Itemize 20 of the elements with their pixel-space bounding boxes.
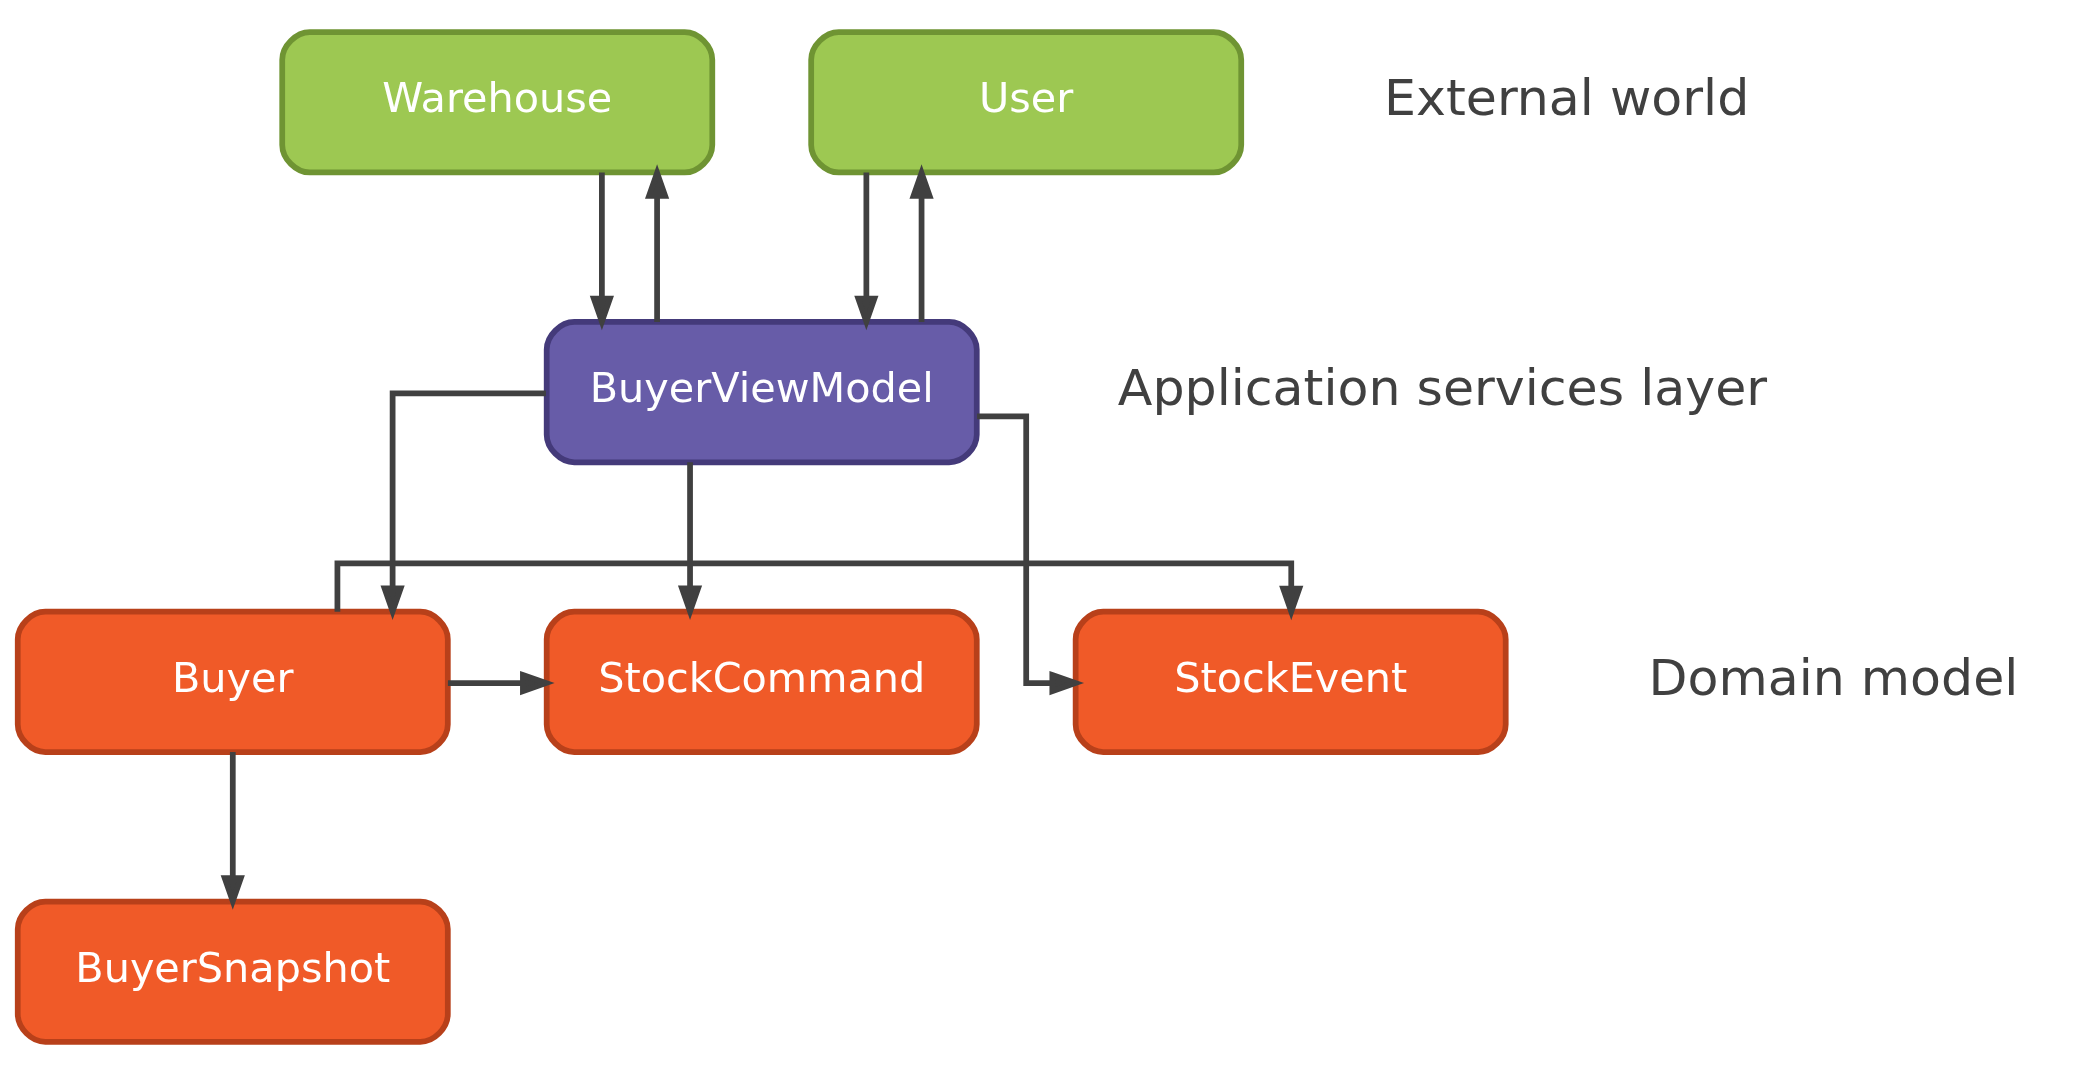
node-box: BuyerViewModel — [543, 319, 980, 466]
arrow — [977, 413, 1084, 696]
arrow — [909, 164, 934, 322]
node-box: StockEvent — [1072, 608, 1509, 755]
node-box: User — [808, 29, 1245, 176]
arrow — [447, 670, 555, 696]
arrow — [589, 172, 614, 331]
node-box: StockCommand — [543, 608, 980, 755]
node-box: BuyerSnapshot — [14, 898, 451, 1045]
arrow — [334, 560, 1304, 621]
arrow — [380, 390, 546, 620]
arrow — [854, 172, 879, 331]
arrow — [677, 462, 703, 621]
arrow — [220, 752, 245, 910]
label: External world — [1384, 68, 1750, 128]
arrow — [645, 164, 670, 322]
node-box: Buyer — [14, 608, 451, 755]
node-box: Warehouse — [279, 29, 716, 176]
label: Application services layer — [1117, 357, 1768, 417]
label: Domain model — [1648, 647, 2019, 707]
